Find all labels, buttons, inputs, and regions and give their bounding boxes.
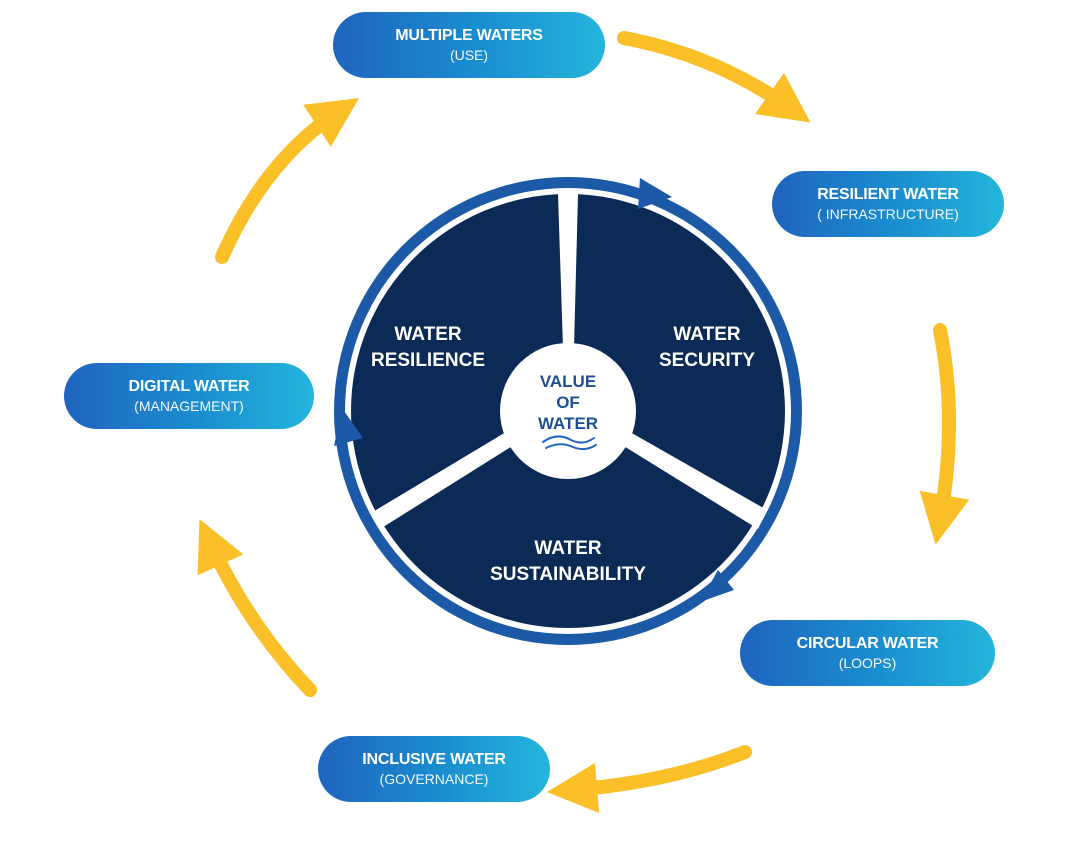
- node-title: CIRCULAR WATER: [796, 635, 939, 652]
- arrow-circular-to-inclusive: [546, 745, 752, 814]
- node-resilient-water: RESILIENT WATER ( INFRASTRUCTURE): [772, 171, 1004, 237]
- segment-security-line2: SECURITY: [659, 350, 755, 371]
- arrow-multiple-to-resilient: [617, 31, 811, 123]
- segment-resilience-line2: RESILIENCE: [371, 350, 485, 371]
- segment-sustainability-line2: SUSTAINABILITY: [490, 564, 646, 585]
- node-title: INCLUSIVE WATER: [362, 751, 506, 768]
- center-label-line3: WATER: [538, 414, 598, 433]
- segment-resilience-line1: WATER: [394, 324, 461, 345]
- node-subtitle: (MANAGEMENT): [134, 398, 244, 414]
- node-subtitle: (LOOPS): [838, 655, 897, 671]
- node-circular-water: CIRCULAR WATER (LOOPS): [740, 620, 995, 686]
- arrow-resilient-to-circular: [919, 323, 970, 545]
- node-title: MULTIPLE WATERS: [395, 27, 543, 44]
- node-title: RESILIENT WATER: [817, 186, 959, 203]
- node-subtitle: ( INFRASTRUCTURE): [817, 206, 959, 222]
- ring-arrow-left-icon: [334, 408, 363, 446]
- node-subtitle: (USE): [449, 47, 489, 63]
- segment-sustainability-line1: WATER: [534, 538, 601, 559]
- divider-left: [371, 432, 514, 529]
- node-multiple-waters: MULTIPLE WATERS (USE): [333, 12, 605, 78]
- node-digital-water: DIGITAL WATER (MANAGEMENT): [64, 363, 314, 429]
- cycle-arrows: [197, 31, 970, 814]
- center-label-line1: VALUE: [540, 372, 596, 391]
- divider-right: [622, 432, 767, 529]
- value-wheel: WATER SECURITY WATER RESILIENCE WATER SU…: [334, 177, 802, 645]
- ring-arrow-right-icon: [700, 570, 734, 602]
- node-inclusive-water: INCLUSIVE WATER (GOVERNANCE): [318, 736, 550, 802]
- divider-top: [558, 194, 578, 348]
- arrow-digital-to-multiple: [215, 98, 360, 264]
- center-label-line2: OF: [556, 393, 580, 412]
- ring-arrow-top-icon: [638, 178, 672, 209]
- arrow-inclusive-to-digital: [197, 519, 317, 697]
- segment-security-line1: WATER: [673, 324, 740, 345]
- node-subtitle: (GOVERNANCE): [379, 771, 489, 787]
- center-hub: [500, 343, 636, 479]
- node-title: DIGITAL WATER: [128, 378, 250, 395]
- water-wave-icon: [542, 435, 597, 451]
